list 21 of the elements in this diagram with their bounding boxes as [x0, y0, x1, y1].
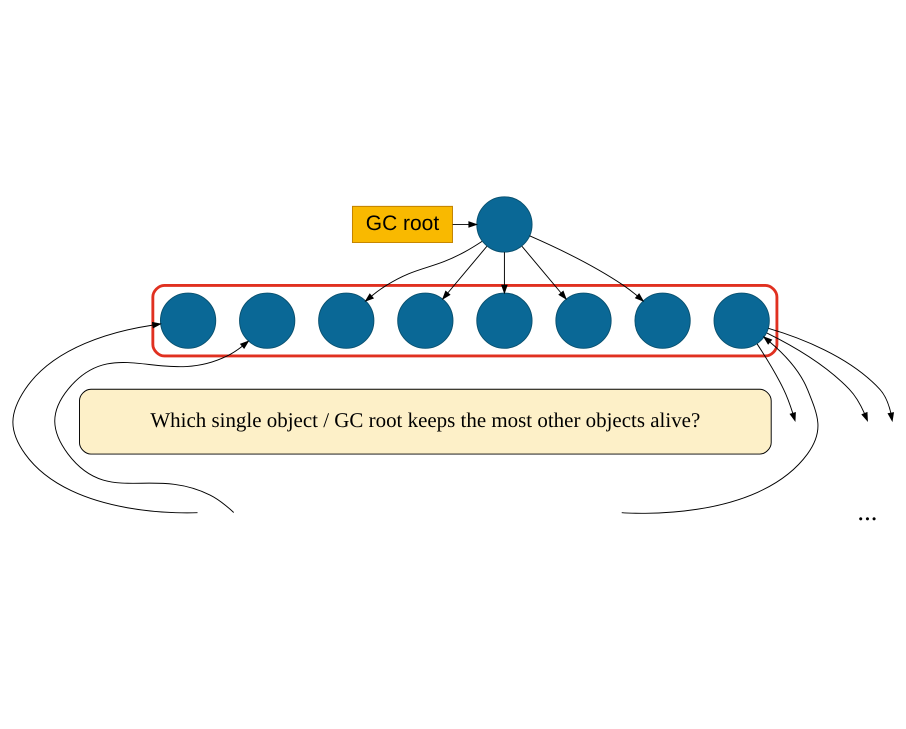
arrow [768, 328, 894, 422]
node-circle [555, 292, 612, 349]
node-circle [397, 292, 454, 349]
arrow [364, 240, 482, 302]
node-circle [476, 196, 533, 253]
arrow [12, 322, 198, 514]
node-circle [160, 292, 216, 349]
node-circle [714, 292, 770, 349]
arrow [522, 246, 567, 300]
arrow [501, 252, 508, 294]
arrow [442, 246, 488, 300]
label: ... [857, 496, 878, 526]
arrow [621, 336, 818, 514]
arrow [766, 332, 868, 422]
node-circle [476, 292, 533, 349]
arrow [452, 221, 478, 228]
arrow [756, 343, 796, 422]
arrow [529, 235, 644, 302]
node-box: Which single object / GC root keeps the most other objects alive? [79, 388, 772, 455]
arrow [54, 340, 250, 513]
node-box: GC root [352, 206, 453, 244]
